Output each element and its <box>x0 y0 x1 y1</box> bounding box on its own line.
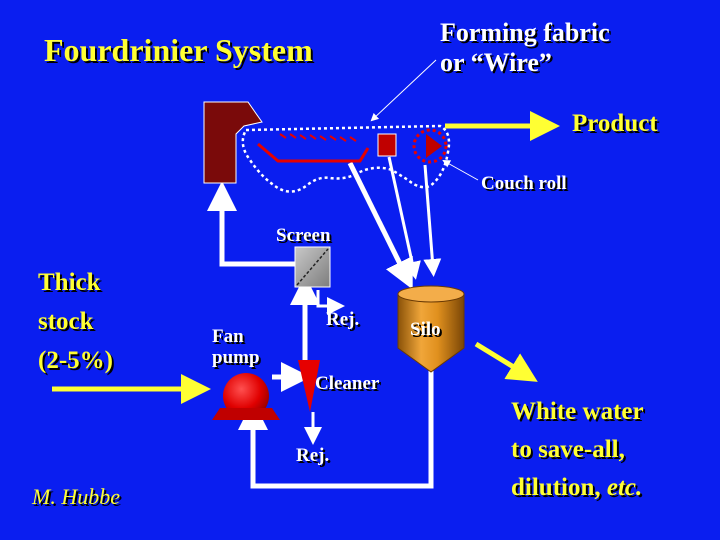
screen-to-headbox-pipe <box>207 181 296 267</box>
white-water-label-line1: White water <box>511 398 644 425</box>
page-title: Fourdrinier System <box>44 32 313 68</box>
product-label: Product <box>572 110 658 137</box>
couch-roll <box>412 128 448 164</box>
cleaner-reject-label: Rej. <box>296 445 330 466</box>
white-water-etc-text: etc. <box>606 474 643 501</box>
table-rolls <box>279 133 357 142</box>
forming-fabric-label-line1: Forming fabric <box>440 18 610 47</box>
silo-top <box>397 285 465 303</box>
white-water-label-line3: dilution, etc. <box>511 475 642 500</box>
foils-drainage-element <box>257 142 370 163</box>
white-water-label-line2: to save-all, <box>511 436 625 463</box>
hydrocyclone-cleaner <box>298 360 320 412</box>
white-water-dilution-text: dilution, <box>511 474 607 501</box>
thick-stock-label-line1: Thick <box>38 269 101 296</box>
forming-fabric-pointer <box>370 59 437 122</box>
white-water-return-pipe <box>238 370 434 489</box>
thick-stock-label-line2: stock <box>38 308 94 335</box>
white-water-arrow <box>474 341 538 382</box>
forming-fabric-label-line2: or “Wire” <box>440 48 552 77</box>
silo-label: Silo <box>410 319 441 340</box>
forming-fabric-loop <box>241 124 451 193</box>
drain-line-2 <box>387 156 421 280</box>
headbox <box>203 101 263 184</box>
suction-box <box>377 133 397 157</box>
fan-pump-label-line2: pump <box>212 347 260 368</box>
screen-reject-line <box>316 290 345 315</box>
drain-line-1 <box>347 161 413 290</box>
fan-pump-base <box>212 408 280 420</box>
fan-pump-label-line1: Fan <box>212 326 244 347</box>
fan-pump <box>223 373 269 419</box>
thick-stock-label-line3: (2-5%) <box>38 347 113 374</box>
screen-plate <box>296 248 329 286</box>
cleaner-label: Cleaner <box>315 373 380 394</box>
author-credit: M. Hubbe <box>32 484 120 509</box>
couch-roll-pointer <box>442 160 479 181</box>
couch-roll-wedge <box>426 134 442 158</box>
drain-line-3 <box>423 164 442 277</box>
screen-label: Screen <box>276 225 331 246</box>
screen-reject-label: Rej. <box>326 309 360 330</box>
couch-roll-label: Couch roll <box>481 173 567 194</box>
